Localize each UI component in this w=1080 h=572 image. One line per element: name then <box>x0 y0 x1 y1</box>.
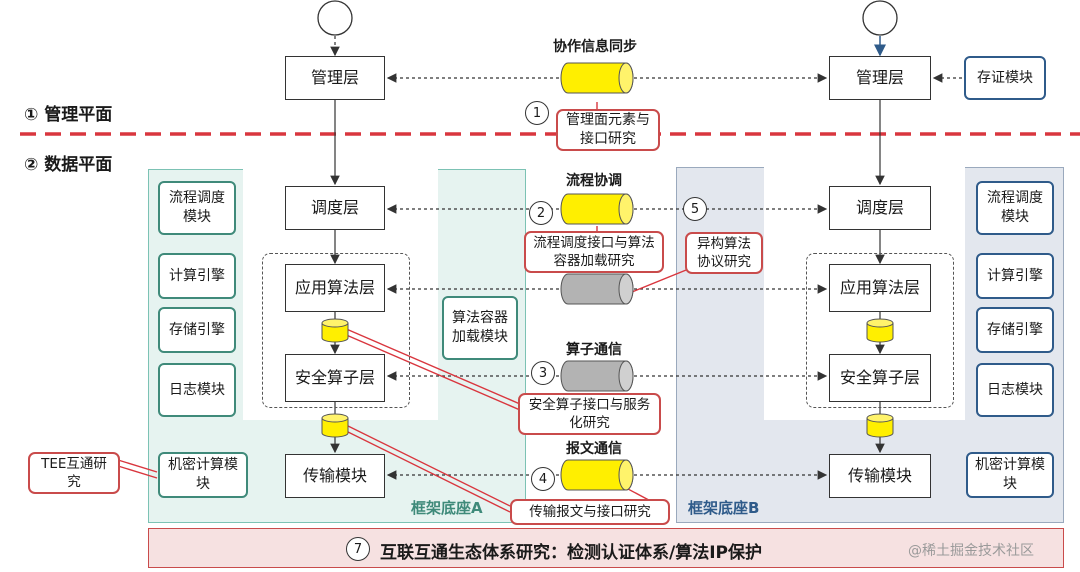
right-app-algorithm-layer[interactable]: 应用算法层 <box>829 264 931 312</box>
right-start-circle <box>862 0 898 36</box>
note-heterogeneous-protocol: 异构算法协议研究 <box>685 232 763 274</box>
marker-3: 3 <box>531 361 555 385</box>
left-compute-engine[interactable]: 计算引擎 <box>158 253 236 299</box>
left-app-db-cylinder <box>321 318 349 343</box>
left-transport-module[interactable]: 传输模块 <box>285 454 385 498</box>
base-a-label: 框架底座A <box>411 499 483 517</box>
left-management-layer[interactable]: 管理层 <box>285 56 385 100</box>
note-transport-message: 传输报文与接口研究 <box>510 499 670 525</box>
base-b-label: 框架底座B <box>688 499 760 517</box>
left-scheduling-layer[interactable]: 调度层 <box>285 186 385 230</box>
right-log-module[interactable]: 日志模块 <box>976 363 1054 417</box>
left-confidential-compute-module[interactable]: 机密计算模块 <box>158 452 248 498</box>
left-flow-scheduling-module[interactable]: 流程调度模块 <box>158 181 236 235</box>
right-management-layer[interactable]: 管理层 <box>829 56 931 100</box>
left-storage-engine[interactable]: 存储引擎 <box>158 307 236 353</box>
marker-5: 5 <box>683 197 707 221</box>
right-storage-engine[interactable]: 存储引擎 <box>976 307 1054 353</box>
right-algorithm-group <box>806 253 954 408</box>
left-app-algorithm-layer[interactable]: 应用算法层 <box>285 264 385 312</box>
watermark: @稀土掘金技术社区 <box>908 543 1034 559</box>
note-security-operator: 安全算子接口与服务化研究 <box>518 393 661 435</box>
right-app-db-cylinder <box>866 318 894 343</box>
marker-1: 1 <box>525 101 549 125</box>
marker-2: 2 <box>529 201 553 225</box>
flow-channel-cylinder <box>560 193 634 225</box>
management-plane-label: ① 管理平面 <box>24 105 113 125</box>
data-plane-label: ② 数据平面 <box>24 155 113 175</box>
right-flow-scheduling-module[interactable]: 流程调度模块 <box>976 181 1054 235</box>
right-compute-engine[interactable]: 计算引擎 <box>976 253 1054 299</box>
marker-4: 4 <box>531 467 555 491</box>
note-tee-interop: TEE互通研究 <box>28 452 120 494</box>
right-sec-db-cylinder <box>866 413 894 438</box>
right-security-operator-layer[interactable]: 安全算子层 <box>829 354 931 402</box>
left-algorithm-group <box>262 253 410 408</box>
operator-channel-cylinder <box>560 360 634 392</box>
ecosystem-research-bar <box>148 528 1064 568</box>
left-security-operator-layer[interactable]: 安全算子层 <box>285 354 385 402</box>
ecosystem-research-text: 互联互通生态体系研究：检测认证体系/算法IP保护 <box>380 543 762 563</box>
flow-channel-label: 流程协调 <box>566 173 622 189</box>
sync-channel-label: 协作信息同步 <box>553 39 637 55</box>
sync-channel-cylinder <box>560 62 634 94</box>
message-channel-cylinder <box>560 459 634 491</box>
note-management-interface: 管理面元素与接口研究 <box>556 109 660 151</box>
algorithm-channel-cylinder <box>560 273 634 305</box>
left-log-module[interactable]: 日志模块 <box>158 363 236 417</box>
marker-7: 7 <box>346 537 370 561</box>
right-transport-module[interactable]: 传输模块 <box>829 454 931 498</box>
algorithm-container-module[interactable]: 算法容器加载模块 <box>442 296 518 360</box>
message-channel-label: 报文通信 <box>566 441 622 457</box>
right-confidential-compute-module[interactable]: 机密计算模块 <box>966 452 1054 498</box>
left-sec-db-cylinder <box>321 413 349 438</box>
note-flow-scheduling: 流程调度接口与算法容器加载研究 <box>524 231 664 273</box>
right-scheduling-layer[interactable]: 调度层 <box>829 186 931 230</box>
operator-channel-label: 算子通信 <box>566 342 622 358</box>
left-start-circle <box>317 0 353 36</box>
evidence-module[interactable]: 存证模块 <box>964 56 1046 100</box>
